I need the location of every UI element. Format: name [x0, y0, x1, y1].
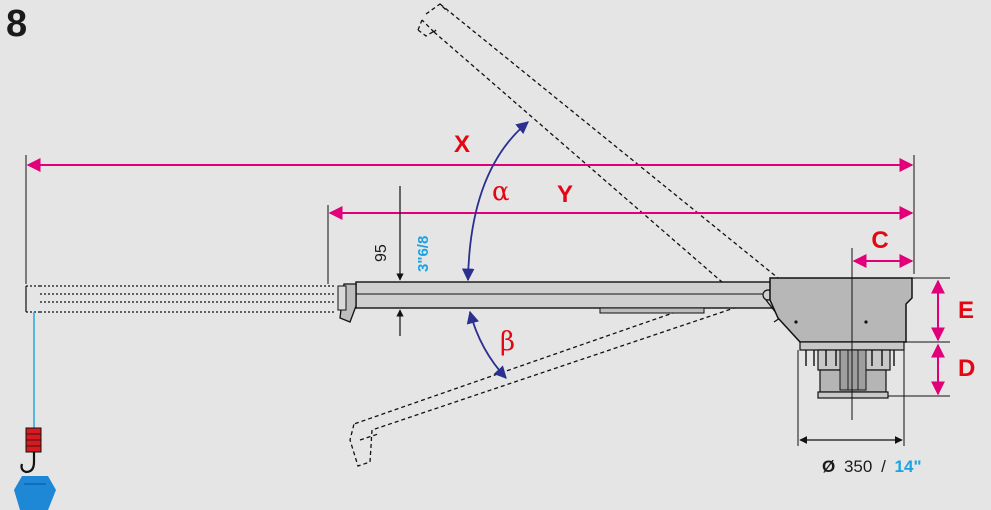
boom-lowered-position: [349, 281, 771, 467]
alpha-label: α: [492, 177, 510, 207]
extension-lines: [25, 155, 950, 446]
alpha-angle-arc: [461, 121, 529, 282]
load-weight-icon: [14, 476, 56, 510]
dimension-c-label: C: [871, 227, 888, 254]
diameter-label: Ø 350 / 14": [822, 457, 922, 476]
offset-mm-label: 95: [373, 244, 390, 262]
diameter-symbol: Ø: [822, 457, 835, 476]
beta-label: β: [500, 327, 515, 357]
boom-raised-position: [417, 3, 779, 283]
offset-inch-label: 3"6/8: [415, 236, 432, 272]
dimension-d-label: D: [958, 355, 975, 382]
boom-main: [337, 281, 781, 323]
motor-housing: [769, 277, 913, 343]
hook-and-load: [14, 312, 56, 510]
dimension-e-label: E: [958, 297, 974, 324]
diameter-inch: 14": [895, 457, 922, 476]
beta-angle-arc: [466, 310, 507, 379]
base-mount: [799, 341, 905, 399]
dimension-y-label: Y: [557, 181, 573, 208]
diameter-mm: 350: [844, 457, 872, 476]
dimension-x-label: X: [454, 131, 470, 158]
hook-icon: [20, 452, 36, 474]
boom-extended-telescopic: [25, 285, 334, 313]
figure-number: 8: [6, 3, 27, 45]
diameter-separator: /: [881, 457, 886, 476]
